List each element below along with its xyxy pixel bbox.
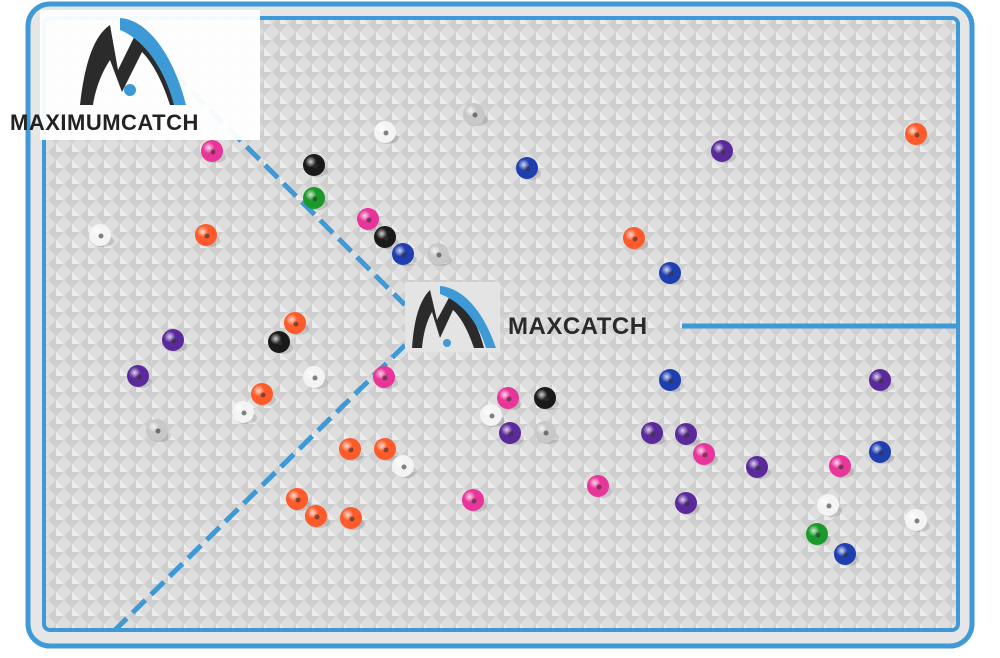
- maxcatch-center-logo-icon: [405, 282, 500, 352]
- bead-hole: [293, 321, 299, 327]
- bead-hole: [136, 374, 142, 380]
- bead-hole: [401, 252, 407, 258]
- bead-hole: [471, 498, 477, 504]
- bead-hole: [472, 112, 478, 118]
- bead-hole: [684, 501, 690, 507]
- bead-hole: [838, 464, 844, 470]
- brand-top-text: MAXIMUMCATCH: [10, 110, 199, 135]
- bead-hole: [295, 497, 301, 503]
- bead-hole: [401, 464, 407, 470]
- bead-hole: [489, 413, 495, 419]
- bead-hole: [506, 396, 512, 402]
- bead-hole: [650, 431, 656, 437]
- bead-hole: [668, 378, 674, 384]
- bead-hole: [826, 503, 832, 509]
- bead-hole: [277, 340, 283, 346]
- bead-hole: [348, 447, 354, 453]
- bead-hole: [383, 130, 389, 136]
- bead-hole: [914, 518, 920, 524]
- bead-hole: [436, 252, 442, 258]
- bead-hole: [632, 236, 638, 242]
- bead-hole: [843, 552, 849, 558]
- bead-hole: [366, 217, 372, 223]
- bead-hole: [383, 447, 389, 453]
- bead-hole: [543, 430, 549, 436]
- bead-hole: [815, 532, 821, 538]
- bead-hole: [312, 196, 318, 202]
- bead-hole: [241, 410, 247, 416]
- bead-hole: [312, 375, 318, 381]
- bead-hole: [878, 450, 884, 456]
- bead-hole: [720, 149, 726, 155]
- bead-hole: [508, 431, 514, 437]
- bead-hole: [596, 484, 602, 490]
- bead-hole: [204, 233, 210, 239]
- bead-hole: [171, 338, 177, 344]
- bead-hole: [382, 375, 388, 381]
- bead-hole: [314, 514, 320, 520]
- divider-dashed-lower: [113, 343, 407, 632]
- bead-hole: [668, 271, 674, 277]
- bead-hole: [155, 428, 161, 434]
- bead-hole: [260, 392, 266, 398]
- bead-hole: [525, 166, 531, 172]
- bead-hole: [878, 378, 884, 384]
- bead-hole: [98, 233, 104, 239]
- bead-hole: [383, 235, 389, 241]
- bead-hole: [210, 149, 216, 155]
- bead-hole: [312, 163, 318, 169]
- bead-hole: [755, 465, 761, 471]
- maximumcatch-logo-icon: [80, 18, 186, 105]
- bead-hole: [349, 516, 355, 522]
- bead-hole: [684, 432, 690, 438]
- bead-hole: [702, 452, 708, 458]
- bead-hole: [914, 132, 920, 138]
- bead-group: [89, 103, 930, 566]
- bead-hole: [543, 396, 549, 402]
- brand-center-text: MAXCATCH: [508, 313, 648, 340]
